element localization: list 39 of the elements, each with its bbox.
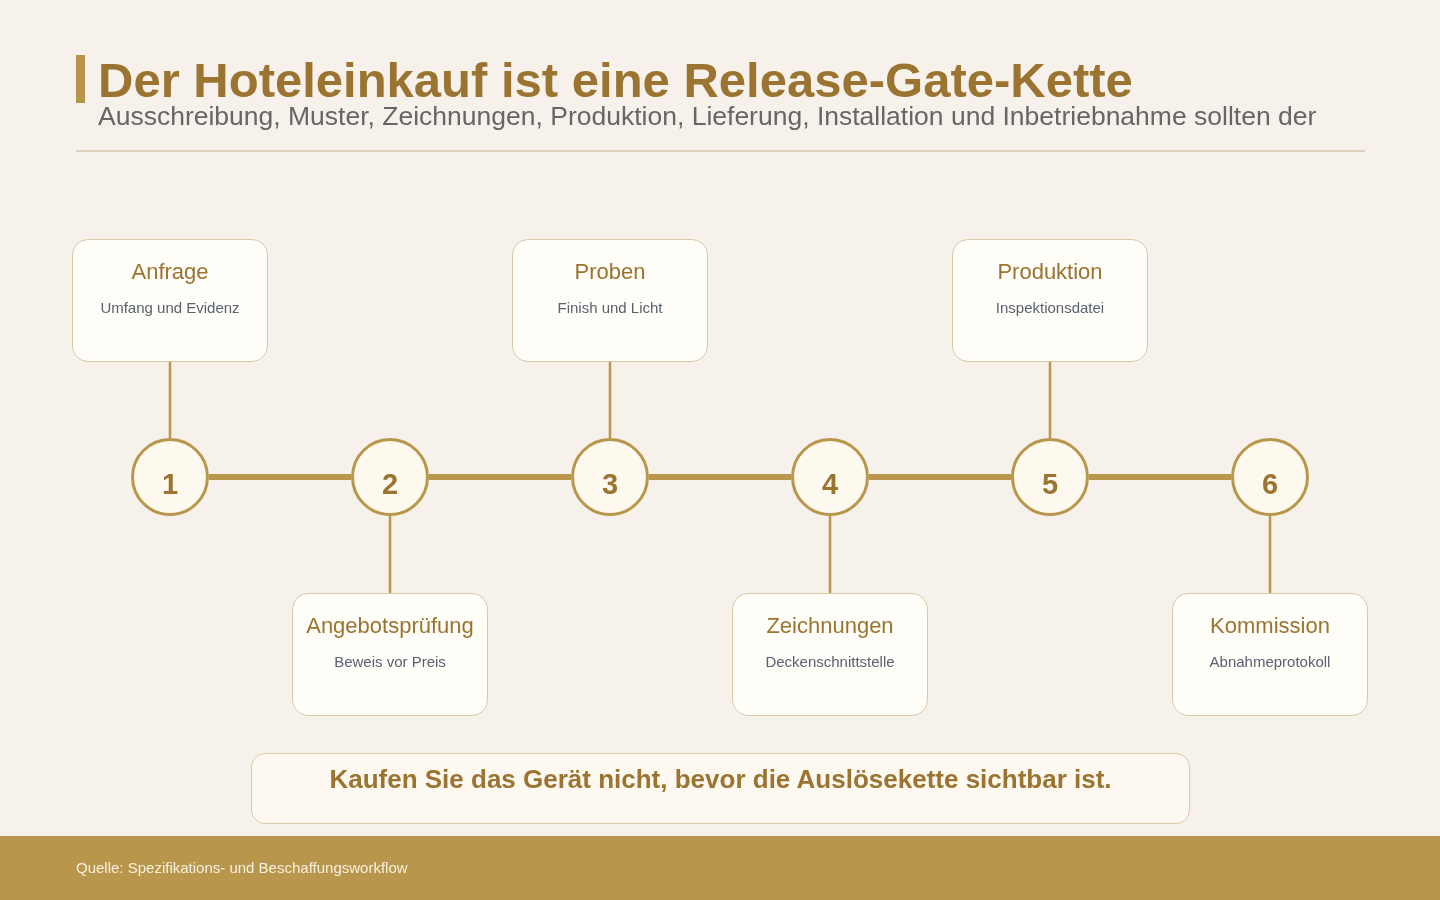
timeline-line: [869, 474, 1011, 480]
step-description: Deckenschnittstelle: [765, 652, 895, 672]
step-description: Finish und Licht: [557, 298, 663, 318]
source-note: Quelle: Spezifikations- und Beschaffungsworkflow: [76, 858, 408, 878]
step-title: Proben: [574, 258, 646, 286]
step-card: [952, 239, 1148, 362]
connector-line: [828, 516, 832, 593]
step-title: Anfrage: [131, 258, 209, 286]
step-card: [512, 239, 708, 362]
step-title: Produktion: [997, 258, 1103, 286]
step-number: 1: [161, 467, 179, 501]
step-title: Kommission: [1210, 612, 1330, 640]
step-description: Beweis vor Preis: [334, 652, 446, 672]
step-card: [72, 239, 268, 362]
step-description: Abnahmeprotokoll: [1209, 652, 1331, 672]
callout-box: [251, 753, 1190, 824]
connector-line: [168, 362, 172, 438]
callout-text: Kaufen Sie das Gerät nicht, bevor die Auslösekette sichtbar ist.: [329, 764, 1112, 794]
step-card: [1172, 593, 1368, 716]
connector-line: [388, 516, 392, 593]
step-description: Inspektionsdatei: [995, 298, 1105, 318]
step-title: Zeichnungen: [766, 612, 894, 640]
connector-line: [1048, 362, 1052, 438]
step-card: [292, 593, 488, 716]
timeline-line: [1089, 474, 1231, 480]
timeline-line: [209, 474, 351, 480]
timeline-line: [429, 474, 571, 480]
step-number: 5: [1041, 467, 1059, 501]
step-number: 6: [1261, 467, 1279, 501]
step-title: Angebotsprüfung: [306, 612, 474, 640]
timeline-line: [649, 474, 791, 480]
connector-line: [608, 362, 612, 438]
footer-band: [0, 836, 1440, 900]
step-number: 2: [381, 467, 399, 501]
step-description: Umfang und Evidenz: [100, 298, 240, 318]
connector-line: [1268, 516, 1272, 593]
step-number: 3: [601, 467, 619, 501]
step-number: 4: [821, 467, 839, 501]
step-card: [732, 593, 928, 716]
